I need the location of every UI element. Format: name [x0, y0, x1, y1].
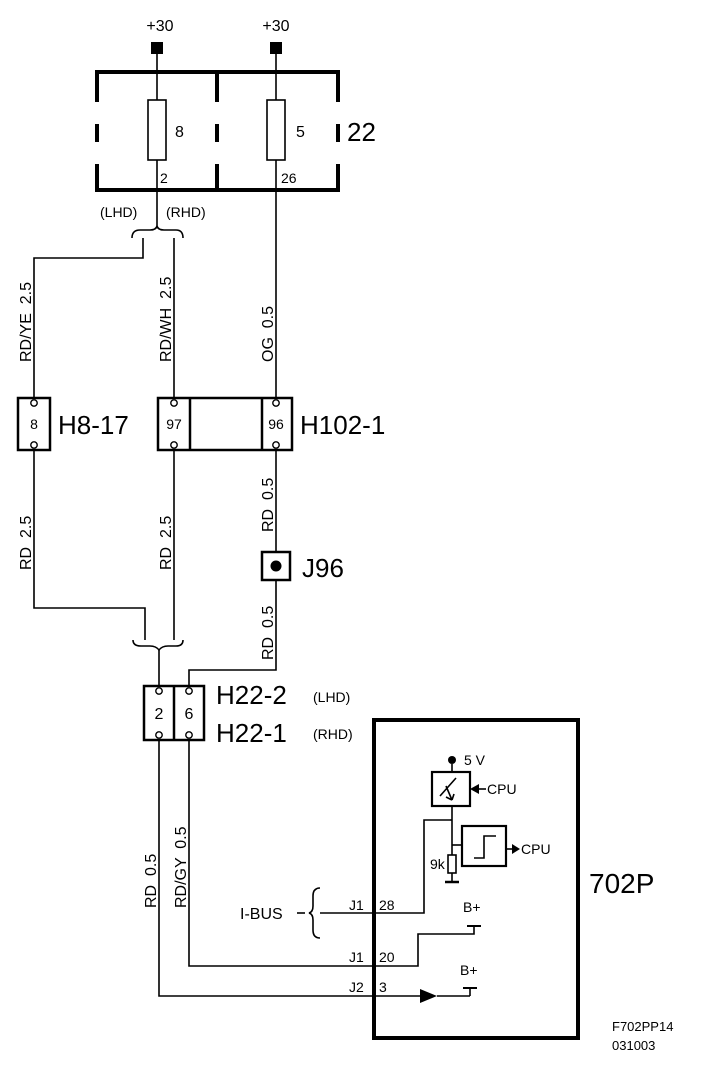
cpu-mid-label: CPU	[521, 841, 551, 857]
fuse-right-number: 5	[296, 124, 305, 141]
pin-j2-3-num: 3	[379, 979, 387, 995]
footer-date: 031003	[612, 1038, 655, 1053]
supply-5v-label: 5 V	[464, 752, 486, 768]
pin-j1-28-num: 28	[379, 897, 395, 913]
footer-code: F702PP14	[612, 1019, 673, 1034]
diode-symbol	[420, 989, 437, 1003]
ibus-label: I-BUS	[240, 906, 283, 923]
h8-17-pin: 8	[30, 416, 38, 432]
module-702p: 702P 5 V CPU CPU 9k B+ B+	[372, 718, 654, 1040]
h102-1-pin-left: 97	[166, 416, 182, 432]
fuse-5	[266, 99, 286, 161]
h22-1-note: (RHD)	[313, 726, 353, 742]
h22-2-label: H22-2	[216, 680, 287, 710]
h22-pin-left: 2	[155, 706, 164, 723]
h102-1-label: H102-1	[300, 410, 385, 440]
lhd-label: (LHD)	[100, 204, 137, 220]
cpu-top-label: CPU	[487, 781, 517, 797]
wire-label-right-lower: RD 0.5	[260, 606, 277, 660]
pin-j1-20-conn: J1	[349, 949, 364, 965]
wire-label-right-mid: RD 0.5	[260, 478, 277, 532]
upper-brace	[131, 225, 184, 239]
splice-j96: J96	[260, 550, 344, 583]
wire-label-left-upper: RD/YE 2.5	[18, 282, 35, 362]
resistor-label: 9k	[430, 856, 446, 872]
bplus-bottom-label: B+	[460, 962, 478, 978]
wire-label-out-left: RD 0.5	[143, 854, 160, 908]
wire-label-mid-upper: RD/WH 2.5	[158, 277, 175, 362]
h22-1-label: H22-1	[216, 718, 287, 748]
pin-j2-3-conn: J2	[349, 979, 364, 995]
wire-label-left-lower: RD 2.5	[18, 516, 35, 570]
wire-label-out-right: RD/GY 0.5	[173, 826, 190, 908]
h22-pin-right: 6	[185, 706, 194, 723]
h8-17-label: H8-17	[58, 410, 129, 440]
fuse-left-number: 8	[175, 124, 184, 141]
supply-terminal-right: +30	[262, 18, 290, 54]
rhd-label: (RHD)	[166, 204, 206, 220]
module-label: 702P	[589, 868, 654, 899]
fuse-box-22: 22 8 2 5 26	[95, 54, 376, 192]
fusebox-label: 22	[347, 117, 376, 147]
fuse-right-pin: 26	[281, 170, 297, 186]
h102-1-pin-right: 96	[268, 416, 284, 432]
supply-left-label: +30	[146, 18, 173, 35]
fuse-8	[147, 99, 167, 161]
pin-j1-20-num: 20	[379, 949, 395, 965]
connector-h102-1: 97 96 H102-1	[156, 396, 385, 452]
ibus-brace	[308, 887, 321, 939]
connector-h22: 2 6 H22-2 (LHD) H22-1 (RHD)	[142, 680, 353, 748]
j96-label: J96	[302, 553, 344, 583]
supply-terminal-left: +30	[146, 18, 174, 54]
bplus-top-label: B+	[463, 899, 481, 915]
wire-label-mid-lower: RD 2.5	[158, 516, 175, 570]
pin-j1-28-conn: J1	[349, 897, 364, 913]
lower-brace	[132, 639, 184, 652]
resistor-9k	[447, 854, 457, 874]
supply-right-label: +30	[262, 18, 289, 35]
fuse-left-pin: 2	[160, 170, 168, 186]
wire-label-right-upper: OG 0.5	[260, 306, 277, 362]
connector-h8-17: 8 H8-17	[16, 396, 129, 452]
h22-2-note: (LHD)	[313, 689, 350, 705]
